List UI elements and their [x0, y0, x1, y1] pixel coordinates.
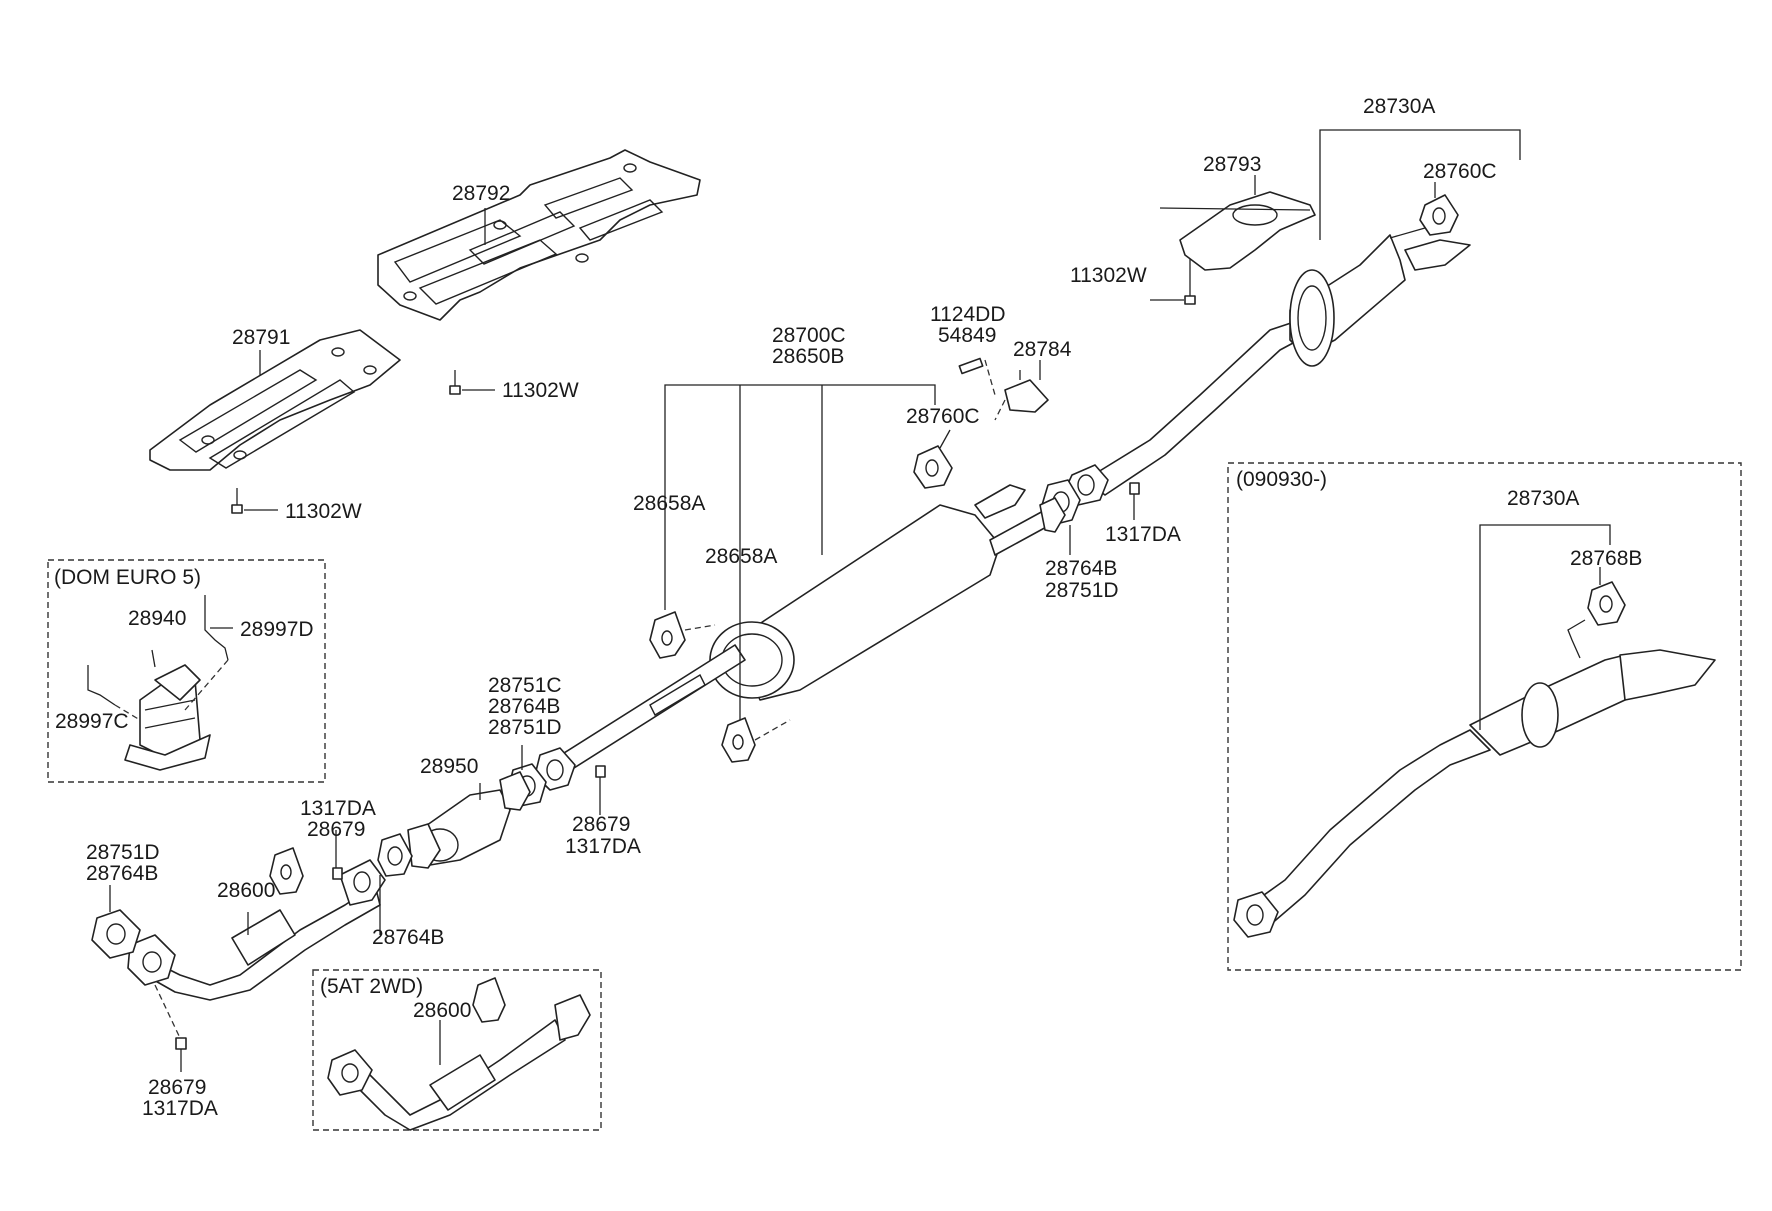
label-28784: 28784: [1013, 338, 1072, 361]
bolt-11302w-middle: [449, 370, 495, 395]
label-28791: 28791: [232, 326, 290, 349]
label-28997d: 28997D: [240, 618, 314, 641]
label-28600: 28600: [217, 879, 275, 902]
hanger-28760c-mid: [913, 445, 953, 489]
hanger-28760c-top: [1419, 194, 1459, 236]
box-5at-2wd: [312, 969, 602, 1131]
box-title-5at-2wd: (5AT 2WD): [320, 975, 423, 998]
hanger-28658a-upper: [649, 611, 716, 659]
label-28730a-top: 28730A: [1363, 95, 1435, 118]
hanger-front-pipe: [269, 847, 304, 895]
bolt-1124dd: [958, 357, 996, 396]
label-28764b-bottom: 28764B: [372, 926, 444, 949]
hanger-28658a-lower: [721, 717, 791, 763]
label-1317da-mid: 1317DA: [565, 835, 641, 858]
labels: 28730A 28793 28760C 11302W 28792 28791 1…: [54, 95, 1642, 1120]
gasket-28764b-cat: [377, 833, 413, 877]
label-28764b-right: 28764B: [1045, 557, 1117, 580]
label-28764b-mid: 28764B: [488, 695, 560, 718]
label-54849: 54849: [938, 324, 996, 347]
label-1317da-right: 1317DA: [1105, 523, 1181, 546]
label-1317da-bottom: 1317DA: [142, 1097, 218, 1120]
label-28751d-mid: 28751D: [488, 716, 562, 739]
label-28792: 28792: [452, 182, 510, 205]
label-28760c-top: 28760C: [1423, 160, 1497, 183]
label-28940: 28940: [128, 607, 186, 630]
label-28764b-left: 28764B: [86, 862, 158, 885]
sensor-28997c: [87, 665, 141, 721]
leader-lines: [109, 175, 1601, 1065]
label-1124dd: 1124DD: [930, 303, 1006, 326]
rear-muffler-28730a-box: [1233, 619, 1716, 938]
front-pipe-28600-5at: [327, 977, 591, 1131]
center-muffler-28700c: [544, 484, 1066, 781]
gasket-28764b-front: [91, 909, 141, 959]
heat-shield-28791: [149, 329, 401, 471]
sensor-28997d: [184, 595, 229, 711]
leader-28730a-top: [1319, 129, 1521, 240]
bolt-11302w-left: [231, 488, 278, 514]
label-28751c: 28751C: [488, 674, 562, 697]
nut-1317da-right: [1129, 482, 1140, 520]
label-11302w-middle: 11302W: [502, 379, 579, 402]
label-28679-mid: 28679: [572, 813, 630, 836]
box-title-090930: (090930-): [1236, 468, 1327, 491]
label-28679-left: 28679: [307, 818, 365, 841]
label-28600-box: 28600: [413, 999, 471, 1022]
catalytic-converter-28940: [124, 649, 211, 771]
label-28730a-box: 28730A: [1507, 487, 1579, 510]
label-28751d-left: 28751D: [86, 841, 160, 864]
label-28658a-2: 28658A: [705, 545, 777, 568]
label-28997c: 28997C: [55, 710, 129, 733]
label-1317da-left: 1317DA: [300, 797, 376, 820]
label-28751d-right: 28751D: [1045, 579, 1119, 602]
leader-28730a-box: [1479, 524, 1611, 730]
box-title-dom-euro5: (DOM EURO 5): [54, 566, 201, 589]
label-28793: 28793: [1203, 153, 1261, 176]
label-28760c-mid: 28760C: [906, 405, 980, 428]
nut-28679-front: [332, 867, 343, 880]
label-28650b: 28650B: [772, 345, 844, 368]
label-11302w-left: 11302W: [285, 500, 362, 523]
rear-muffler-28730a: [1084, 227, 1471, 496]
label-28950: 28950: [420, 755, 478, 778]
nut-28679-bottom: [154, 984, 187, 1072]
bolt-11302w-right: [1150, 258, 1196, 305]
catalytic-converter-28950: [407, 771, 531, 869]
label-28679-bottom: 28679: [148, 1076, 206, 1099]
bracket-28784: [994, 370, 1049, 421]
hanger-28768b: [1587, 581, 1626, 626]
nut-1317da-mid: [595, 765, 606, 815]
label-28768b: 28768B: [1570, 547, 1642, 570]
label-28700c: 28700C: [772, 324, 846, 347]
heat-shield-28793: [1159, 191, 1316, 271]
label-28658a-1: 28658A: [633, 492, 705, 515]
heat-shield-28792: [377, 149, 701, 321]
flange-front-pipe: [127, 934, 176, 986]
label-11302w-right: 11302W: [1070, 264, 1147, 287]
leader-28700c: [664, 384, 936, 720]
